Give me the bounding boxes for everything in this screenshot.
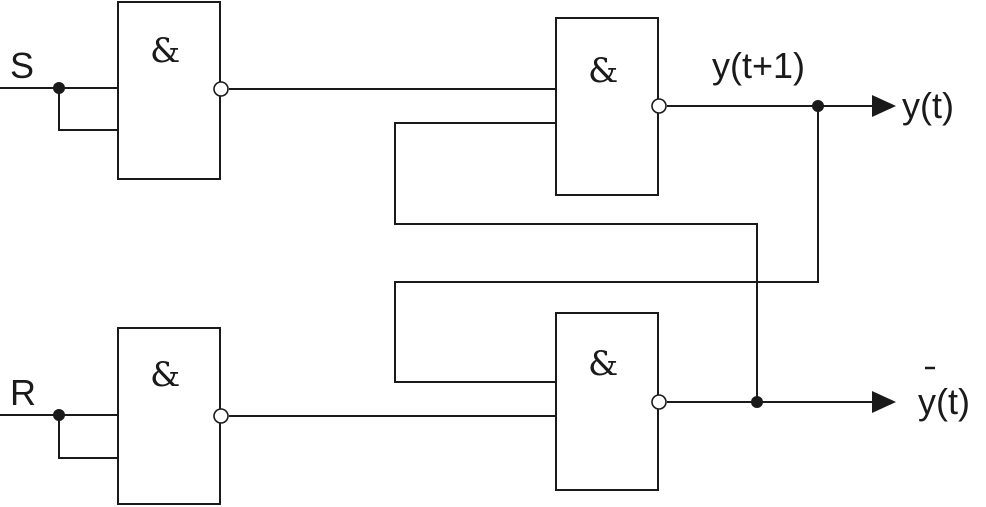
gate2-inversion-bubble	[651, 98, 667, 114]
r-input-label: R	[10, 372, 36, 413]
nand-gate-1	[117, 1, 221, 180]
r-tie-wire	[58, 415, 118, 459]
gate3-symbol: &	[150, 355, 180, 395]
gate1-symbol: &	[150, 31, 180, 71]
r-junction-dot	[53, 409, 65, 421]
qbar-arrow-icon	[872, 391, 896, 413]
qbar-junction-dot	[751, 396, 763, 408]
q-arrow-icon	[872, 95, 896, 117]
q-output-label: y(t)	[902, 85, 954, 126]
qbar-output-label: y(t)	[918, 381, 970, 422]
s-input-label: S	[10, 45, 34, 86]
q-feedback-wire	[394, 106, 819, 383]
nand-gate-2	[555, 17, 659, 196]
s-tie-wire	[58, 88, 118, 131]
qbar-feedback-wire	[394, 122, 758, 402]
q-junction-dot	[812, 100, 824, 112]
gate2-symbol: &	[588, 51, 618, 91]
gate1-inversion-bubble	[213, 81, 229, 97]
gate4-inversion-bubble	[651, 394, 667, 410]
s-junction-dot	[53, 82, 65, 94]
nand-gate-3	[117, 327, 221, 505]
nand-gate-4	[555, 312, 659, 491]
feedback-state-label: y(t+1)	[712, 45, 805, 86]
gate3-inversion-bubble	[213, 408, 229, 424]
gate4-symbol: &	[588, 344, 618, 384]
